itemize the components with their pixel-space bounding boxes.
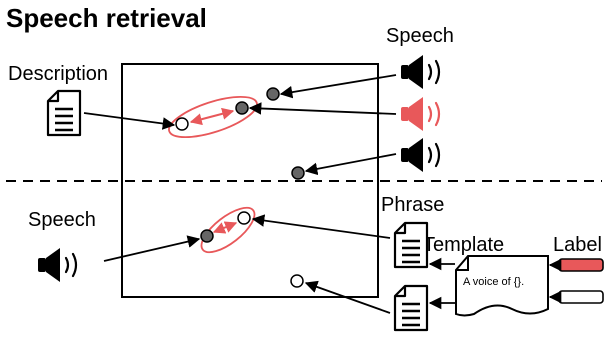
- match-arrow-top: [189, 107, 235, 126]
- phrase-document-icon: [393, 221, 429, 269]
- speaker-icon: [401, 55, 441, 89]
- label-bar-white: [558, 290, 604, 304]
- phrase-point: [290, 274, 304, 288]
- description-point: [175, 117, 189, 131]
- speech-point: [291, 166, 305, 180]
- phrase-arrow-top: [251, 214, 391, 239]
- template-paper-icon: [455, 255, 549, 317]
- template-label: Template: [423, 234, 504, 256]
- speech-arrow-1: [279, 74, 397, 99]
- speech-arrow-2: [248, 102, 397, 115]
- description-arrow: [83, 112, 176, 130]
- description-label: Description: [8, 63, 108, 85]
- match-ellipse-bottom: [200, 206, 256, 254]
- diagram-title: Speech retrieval: [6, 3, 207, 33]
- left-speech-arrow: [103, 235, 201, 262]
- speech-arrow-3: [304, 153, 397, 176]
- phrase-document-icon: [393, 284, 429, 332]
- speech-label-top: Speech: [386, 25, 454, 47]
- phrase-label: Phrase: [381, 194, 444, 216]
- speaker-icon-highlighted: [401, 97, 441, 131]
- speech-point: [266, 87, 280, 101]
- match-arrow-bottom: [212, 221, 238, 234]
- speaker-icon: [401, 138, 441, 172]
- template-text: A voice of {}.: [463, 276, 524, 288]
- label-label: Label: [553, 234, 602, 256]
- document-icon: [46, 89, 82, 137]
- phrase-arrow-bottom: [304, 280, 391, 314]
- embedding-space: [121, 63, 379, 298]
- phrase-point: [237, 211, 251, 225]
- speech-label-left: Speech: [28, 209, 96, 231]
- speaker-icon-left: [38, 248, 78, 282]
- speech-query-point: [200, 229, 214, 243]
- speech-point-highlighted: [235, 101, 249, 115]
- label-bar-red: [558, 258, 604, 272]
